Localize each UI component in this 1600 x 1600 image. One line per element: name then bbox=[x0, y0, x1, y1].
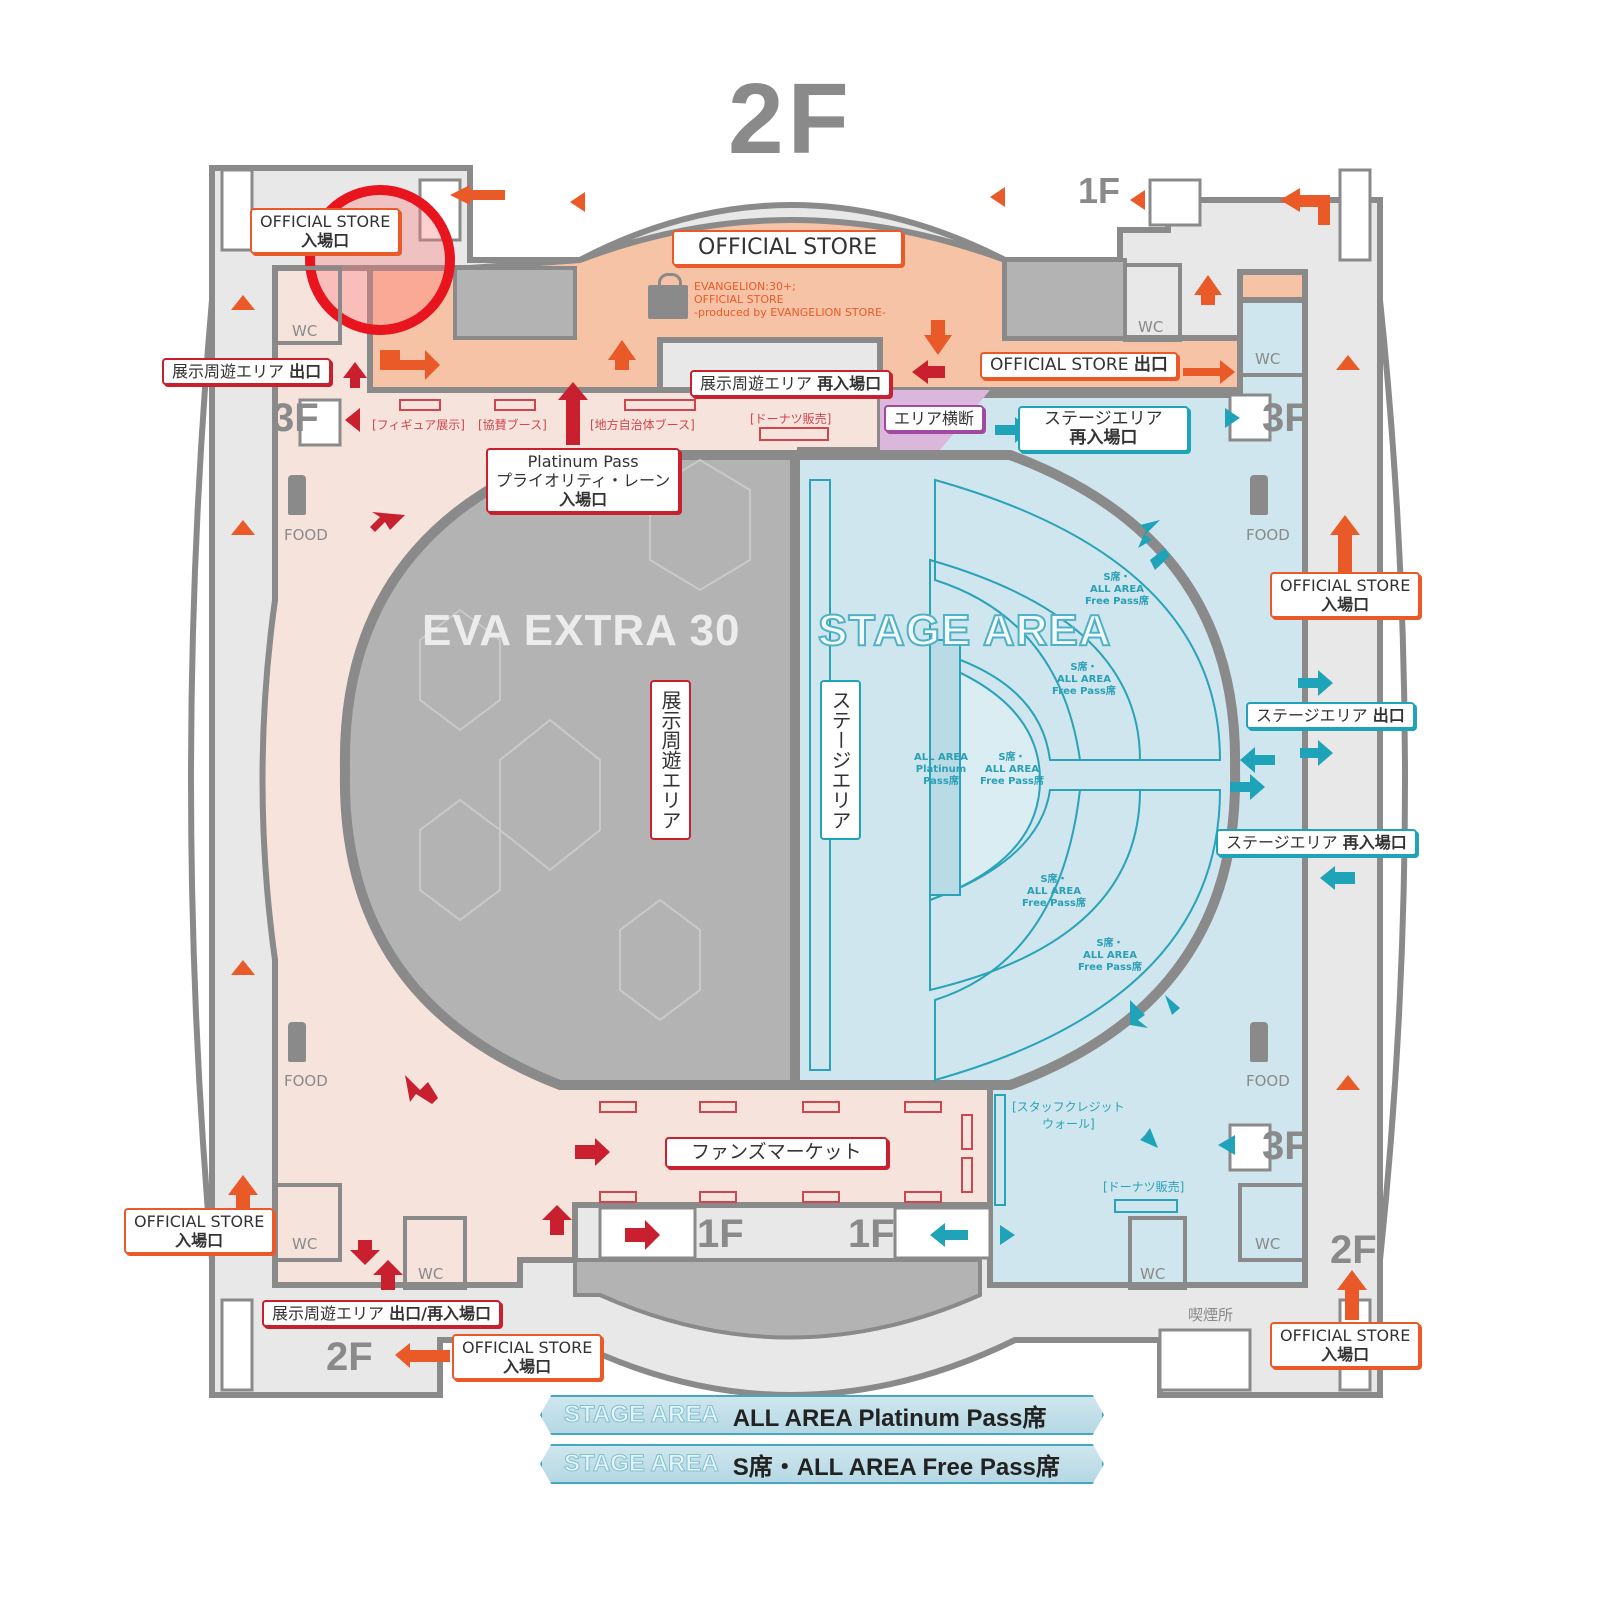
label-stage-reentry-right[interactable]: ステージエリア 再入場口 bbox=[1216, 829, 1417, 856]
food-icon bbox=[1250, 475, 1268, 515]
food-icon bbox=[1250, 1022, 1268, 1062]
smoking-area-label: 喫煙所 bbox=[1188, 1306, 1234, 1324]
label-store-exit[interactable]: OFFICIAL STORE 出口 bbox=[980, 352, 1178, 379]
label-area-crossing[interactable]: エリア横断 bbox=[884, 405, 985, 432]
teal-arrows bbox=[930, 408, 1355, 1247]
wc-rooms bbox=[273, 263, 1307, 1290]
wc-icon: WC bbox=[292, 322, 318, 340]
booth-figure: [フィギュア展示] bbox=[372, 418, 465, 432]
shopping-bag-icon bbox=[648, 273, 688, 319]
floor-marker-1f-bottom-left: 1F bbox=[697, 1212, 744, 1256]
booth-staff-credit: [スタッフクレジット ウォール] bbox=[1012, 1100, 1125, 1131]
official-store-title: OFFICIAL STORE bbox=[672, 230, 904, 266]
food-label: FOOD bbox=[284, 1072, 328, 1090]
store-description: EVANGELION:30+; OFFICIAL STORE -produced… bbox=[694, 280, 886, 319]
red-arrows bbox=[343, 360, 945, 1290]
booth-sponsor: [協賛ブース] bbox=[478, 418, 547, 432]
vertical-label-exhibit-loop: 展示周遊エリア bbox=[650, 680, 691, 840]
label-exhibit-exit-reentry-bottom[interactable]: 展示周遊エリア 出口/再入場口 bbox=[262, 1300, 501, 1327]
food-label: FOOD bbox=[284, 526, 328, 544]
storage-room-right bbox=[1003, 258, 1127, 340]
label-store-entrance-bottom-left[interactable]: OFFICIAL STORE 入場口 bbox=[124, 1208, 275, 1254]
wc-icon: WC bbox=[1255, 1235, 1281, 1253]
seat-sections bbox=[809, 478, 1222, 1082]
label-platinum-lane[interactable]: Platinum Pass プライオリティ・レーン 入場口 bbox=[486, 448, 681, 513]
label-stage-reentry-top[interactable]: ステージエリア 再入場口 bbox=[1018, 406, 1189, 452]
booth-donut-top: [ドーナツ販売] bbox=[750, 412, 832, 426]
floor-marker-2f-bottom-right: 2F bbox=[1330, 1228, 1377, 1272]
floor-marker-2f-bottom-left: 2F bbox=[326, 1335, 373, 1379]
label-exhibit-exit-left[interactable]: 展示周遊エリア 出口 bbox=[162, 358, 332, 385]
vertical-label-stage: ステージエリア bbox=[820, 680, 861, 840]
legend-free: STAGE AREA S席・ALL AREA Free Pass席 bbox=[540, 1444, 1104, 1484]
booth-donut-bottom: [ドーナツ販売] bbox=[1103, 1180, 1185, 1194]
hex-pattern bbox=[419, 458, 751, 1022]
floor-marker-3f-right-bottom: 3F bbox=[1262, 1124, 1309, 1168]
label-exhibit-reentry-top[interactable]: 展示周遊エリア 再入場口 bbox=[690, 370, 892, 397]
food-label: FOOD bbox=[1246, 1072, 1290, 1090]
orange-arrows bbox=[228, 185, 1367, 1368]
label-stage-exit-right[interactable]: ステージエリア 出口 bbox=[1246, 702, 1415, 729]
wc-icon: WC bbox=[292, 1235, 318, 1253]
food-icon bbox=[288, 1022, 306, 1062]
floor-marker-3f-right-top: 3F bbox=[1262, 396, 1309, 440]
label-store-entrance-bottom-center[interactable]: OFFICIAL STORE 入場口 bbox=[452, 1334, 603, 1380]
label-store-entrance-right[interactable]: OFFICIAL STORE 入場口 bbox=[1270, 572, 1421, 618]
wc-icon: WC bbox=[1140, 1265, 1166, 1283]
area-title-exhibit: EVA EXTRA 30 bbox=[422, 606, 741, 655]
floor-marker-1f-top: 1F bbox=[1078, 170, 1121, 211]
label-store-entrance-bottom-right[interactable]: OFFICIAL STORE 入場口 bbox=[1270, 1322, 1421, 1368]
legend-platinum: STAGE AREA ALL AREA Platinum Pass席 bbox=[540, 1395, 1104, 1435]
wc-icon: WC bbox=[1255, 350, 1281, 368]
floor-marker-3f-left: 3F bbox=[272, 396, 319, 440]
wc-icon: WC bbox=[1138, 318, 1164, 336]
wc-icon: WC bbox=[418, 1265, 444, 1283]
area-title-stage: STAGE AREA bbox=[817, 605, 1112, 656]
booths bbox=[399, 399, 973, 1203]
donut-counter bbox=[1114, 1199, 1178, 1213]
floor-marker-1f-bottom-right: 1F bbox=[848, 1212, 895, 1256]
label-fans-market[interactable]: ファンズマーケット bbox=[665, 1137, 888, 1168]
storage-room-left bbox=[453, 266, 577, 340]
bottom-lobby bbox=[573, 1258, 982, 1340]
food-label: FOOD bbox=[1246, 526, 1290, 544]
label-store-entrance-top-left[interactable]: OFFICIAL STORE 入場口 bbox=[250, 208, 401, 254]
floor-title: 2F bbox=[728, 63, 853, 175]
food-icon bbox=[288, 475, 306, 515]
booth-local-gov: [地方自治体ブース] bbox=[590, 418, 695, 432]
staff-credit-wall bbox=[994, 1094, 1006, 1206]
exhibit-hall bbox=[339, 450, 800, 1090]
